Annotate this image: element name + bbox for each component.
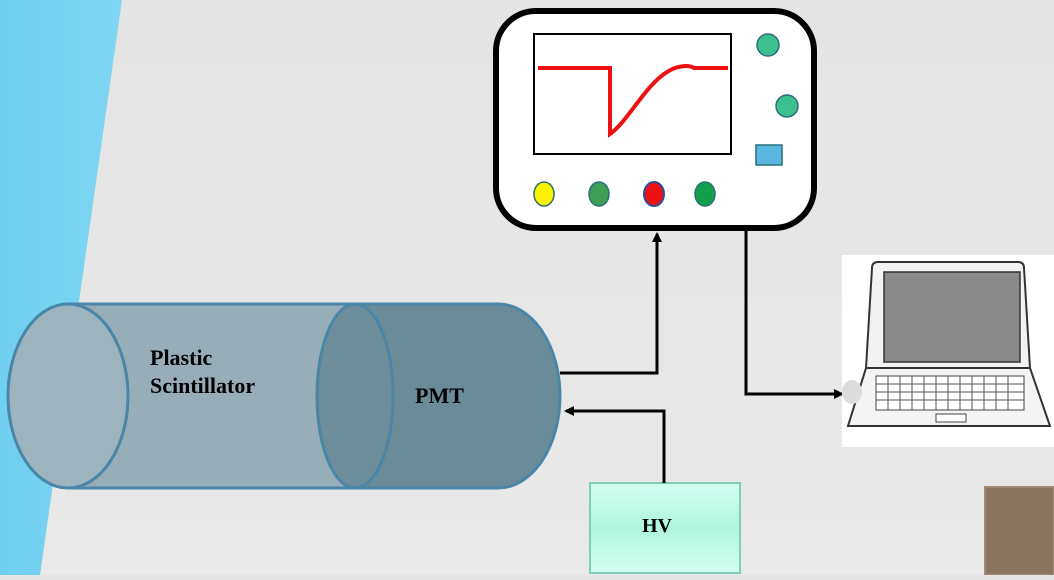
- scope-display-icon: [755, 144, 783, 166]
- laptop-icon: [842, 255, 1054, 447]
- scope-knob-1: [756, 33, 780, 57]
- scintillator-label-line1: Plastic: [150, 345, 213, 370]
- hv-label: HV: [642, 515, 672, 537]
- scope-knob-2: [775, 94, 799, 118]
- scintillator-label: Plastic Scintillator: [150, 344, 255, 400]
- data-cable: [744, 227, 844, 399]
- plastic-scintillator: [6, 302, 355, 490]
- signal-trace: [538, 64, 728, 138]
- oscilloscope-icon: [493, 8, 817, 231]
- scope-button-yellow: [533, 181, 555, 207]
- pmt-label: PMT: [415, 383, 464, 408]
- scope-screen: [533, 33, 732, 155]
- scintillator-label-line2: Scintillator: [150, 373, 256, 398]
- hv-cable: [564, 406, 666, 483]
- signal-cable: [560, 232, 662, 375]
- decorative-photo: [985, 487, 1054, 575]
- pmt-tube: [315, 302, 562, 490]
- scope-button-darkgreen: [694, 181, 716, 207]
- scope-button-green: [588, 181, 610, 207]
- scope-button-red: [643, 181, 665, 207]
